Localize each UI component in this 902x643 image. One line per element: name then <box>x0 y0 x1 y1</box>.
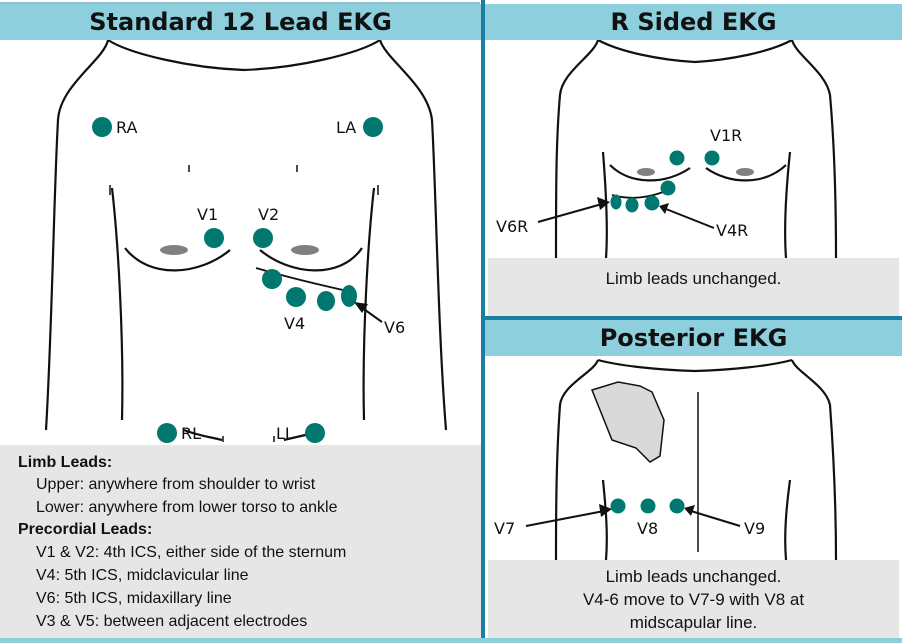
precordial-v6: V6: 5th ICS, midaxillary line <box>36 590 232 607</box>
left-nipple <box>160 245 188 255</box>
label-v1r: V1R <box>710 126 742 145</box>
precordial-v3-v5: V3 & V5: between adjacent electrodes <box>36 613 308 630</box>
label-v1: V1 <box>197 205 218 224</box>
limb-upper: Upper: anywhere from shoulder to wrist <box>36 476 316 493</box>
electrode-v3 <box>262 269 282 289</box>
v9-arrow <box>684 505 741 527</box>
electrode-v6r <box>610 194 622 210</box>
right-sided-caption-box: Limb leads unchanged. <box>488 258 899 316</box>
label-v4: V4 <box>284 314 305 333</box>
right-sided-title: R Sided EKG <box>485 4 902 40</box>
posterior-caption-1: Limb leads unchanged. <box>605 567 782 586</box>
label-la: LA <box>336 118 356 137</box>
limb-lower: Lower: anywhere from lower torso to ankl… <box>36 499 338 516</box>
precordial-v4: V4: 5th ICS, midclavicular line <box>36 567 249 584</box>
label-v7: V7 <box>494 519 515 538</box>
label-ll: LL <box>276 424 294 443</box>
label-v6r: V6R <box>496 217 528 236</box>
electrode-v6 <box>341 285 357 307</box>
electrode-v1r <box>704 150 720 166</box>
label-rl: RL <box>181 424 201 443</box>
standard-sternum-ticks <box>109 165 379 442</box>
electrode-la <box>363 117 383 137</box>
right-sided-torso-outline <box>554 39 838 259</box>
right-horizontal-divider <box>485 316 902 320</box>
v6r-arrow <box>537 197 610 223</box>
label-v6: V6 <box>384 318 405 337</box>
v4r-arrow <box>659 203 715 229</box>
electrode-v1 <box>204 228 224 248</box>
electrode-v4 <box>286 287 306 307</box>
electrode-v5 <box>317 291 335 311</box>
rs-rib-line <box>611 189 669 199</box>
electrode-v4r <box>644 195 660 211</box>
electrode-v5r <box>625 197 639 213</box>
precordial-v1-v2: V1 & V2: 4th ICS, either side of the ste… <box>36 544 347 561</box>
electrode-rl <box>157 423 177 443</box>
v6-arrow <box>354 302 383 323</box>
posterior-title: Posterior EKG <box>485 320 902 356</box>
standard-title: Standard 12 Lead EKG <box>0 4 481 40</box>
posterior-caption-box: Limb leads unchanged. V4-6 move to V7-9 … <box>488 560 899 638</box>
rs-nipple-left <box>637 168 655 176</box>
electrode-v2 <box>253 228 273 248</box>
electrode-v2r <box>669 150 685 166</box>
electrode-v7 <box>610 498 626 514</box>
label-v8: V8 <box>637 519 658 538</box>
standard-torso-outline <box>44 39 448 442</box>
precordial-leads-title: Precordial Leads: <box>18 521 153 538</box>
right-sided-caption: Limb leads unchanged. <box>605 269 782 288</box>
electrode-ll <box>305 423 325 443</box>
posterior-torso-outline <box>554 358 838 561</box>
electrode-v8 <box>640 498 656 514</box>
standard-notes: Limb Leads: Upper: anywhere from shoulde… <box>0 445 481 638</box>
limb-leads-title: Limb Leads: <box>18 454 113 471</box>
electrode-v3r <box>660 180 676 196</box>
label-v9: V9 <box>744 519 765 538</box>
bottom-border <box>0 638 902 643</box>
right-nipple <box>291 245 319 255</box>
electrode-v9 <box>669 498 685 514</box>
label-v2: V2 <box>258 205 279 224</box>
vertical-divider <box>481 0 485 643</box>
rib-line <box>255 267 353 293</box>
label-v4r: V4R <box>716 221 748 240</box>
rs-nipple-right <box>736 168 754 176</box>
electrode-ra <box>92 117 112 137</box>
label-ra: RA <box>116 118 137 137</box>
posterior-caption-2: V4-6 move to V7-9 with V8 at <box>582 590 805 609</box>
scapula-shape <box>591 381 665 463</box>
posterior-caption-3: midscapular line. <box>629 613 758 632</box>
v7-arrow <box>525 504 612 527</box>
